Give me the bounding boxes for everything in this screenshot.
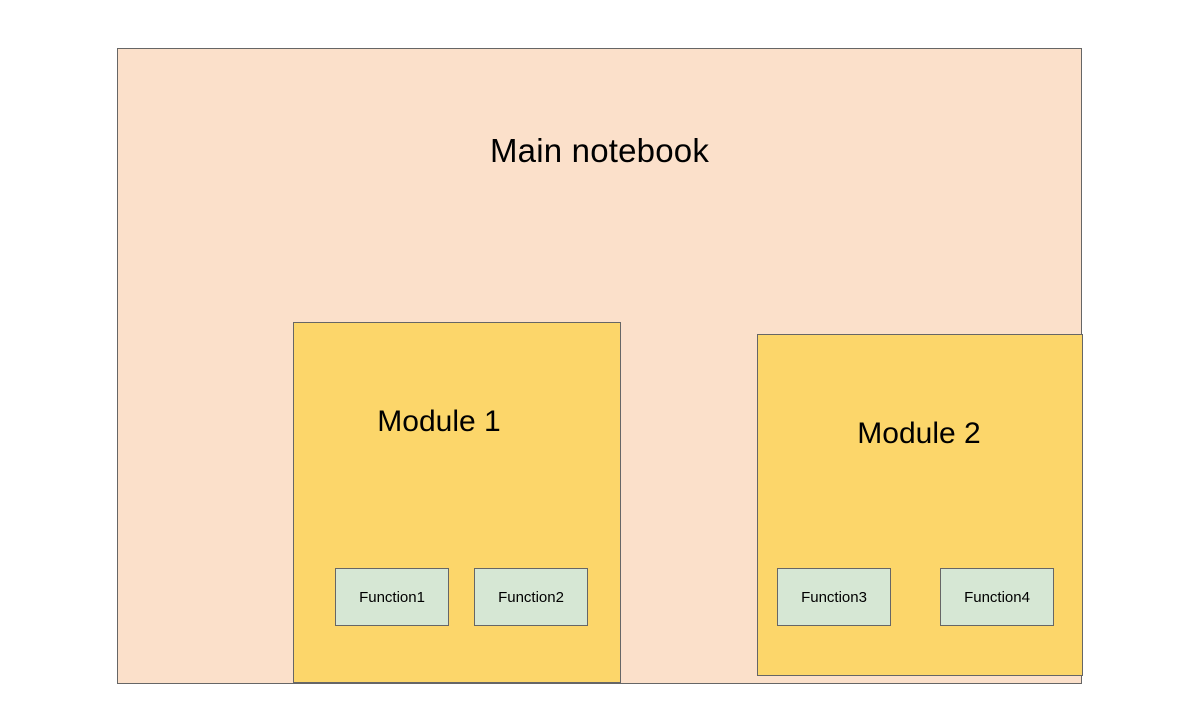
main-notebook-label: Main notebook xyxy=(489,132,710,169)
module-1-container[interactable]: Module 1 Function1 Function2 xyxy=(293,322,621,683)
module-2-container[interactable]: Module 2 Function3 Function4 xyxy=(757,334,1083,676)
function-box-function2[interactable]: Function2 xyxy=(474,568,588,626)
function-box-function1[interactable]: Function1 xyxy=(335,568,449,626)
module-2-label: Module 2 xyxy=(857,417,981,450)
function-box-function4[interactable]: Function4 xyxy=(940,568,1054,626)
main-notebook-container[interactable]: Main notebook Module 1 Function1 Functio… xyxy=(117,48,1083,684)
module-1-label: Module 1 xyxy=(377,405,501,438)
function-box-function3[interactable]: Function3 xyxy=(777,568,891,626)
